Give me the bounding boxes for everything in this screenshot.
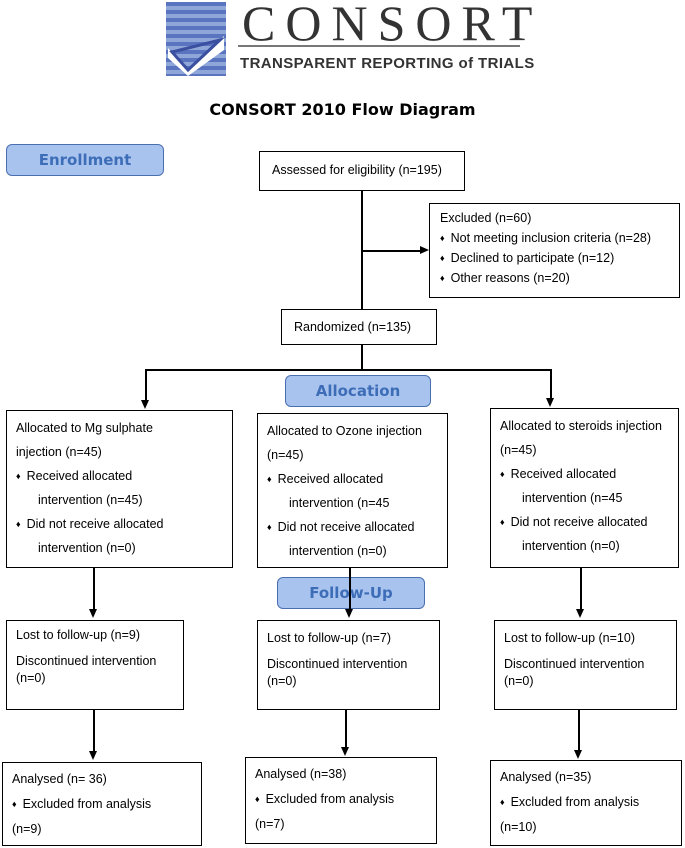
excluded-box: Excluded (n=60) Not meeting inclusion cr…: [429, 203, 680, 298]
arrow-down: [341, 747, 349, 756]
received-label: intervention (n=45: [289, 496, 390, 510]
lost-to-followup: Lost to follow-up (n=9): [16, 628, 141, 642]
logo-tagline: TRANSPARENT REPORTING of TRIALS: [240, 55, 535, 72]
connector: [145, 369, 147, 400]
discontinued-label: (n=0): [16, 671, 46, 685]
connector: [578, 710, 580, 751]
received-label: Received allocated: [16, 464, 232, 488]
arrow-down: [574, 750, 582, 759]
randomized-box: Randomized (n=135): [281, 309, 437, 345]
excluded-analysis-label: Excluded from analysis: [500, 790, 681, 815]
checkmark-logo-icon: [166, 2, 226, 76]
alloc-label: (n=45): [267, 448, 304, 462]
discontinued-label: Discontinued intervention: [16, 654, 157, 668]
connector: [361, 345, 363, 370]
not-received-label: intervention (n=0): [289, 544, 387, 558]
logo-wordmark: CONSORT: [242, 0, 543, 51]
connector: [580, 568, 582, 610]
page-title: CONSORT 2010 Flow Diagram: [209, 100, 476, 119]
analysed-label: Analysed (n= 36): [12, 772, 107, 786]
arrow-down: [89, 751, 97, 760]
assessed-text: Assessed for eligibility (n=195): [272, 163, 442, 177]
excluded-analysis-label: Excluded from analysis: [12, 792, 201, 817]
allocation-box-steroids: Allocated to steroids injection (n=45) R…: [490, 408, 679, 568]
discontinued-label: (n=0): [504, 674, 534, 688]
connector: [345, 710, 347, 748]
assessed-box: Assessed for eligibility (n=195): [259, 151, 465, 191]
analysis-box-mg: Analysed (n= 36) Excluded from analysis …: [2, 762, 202, 846]
connector: [93, 568, 95, 610]
logo-rule: [238, 45, 520, 47]
excluded-analysis-label: Excluded from analysis: [255, 787, 436, 812]
alloc-label: (n=45): [500, 443, 537, 457]
discontinued-label: Discontinued intervention: [267, 657, 408, 671]
arrow-down: [546, 398, 554, 407]
stage-allocation: Allocation: [285, 375, 431, 407]
lost-to-followup: Lost to follow-up (n=10): [504, 631, 635, 645]
excluded-item: Declined to participate (n=12): [440, 248, 679, 268]
arrow-down: [576, 609, 584, 618]
allocation-box-mg: Allocated to Mg sulphate injection (n=45…: [6, 410, 233, 568]
excluded-analysis-label: (n=7): [255, 817, 285, 831]
alloc-label: injection (n=45): [16, 445, 102, 459]
not-received-label: Did not receive allocated: [16, 512, 232, 536]
excluded-item: Not meeting inclusion criteria (n=28): [440, 228, 679, 248]
followup-box-steroids: Lost to follow-up (n=10) Discontinued in…: [494, 620, 677, 710]
stage-enrollment: Enrollment: [6, 144, 164, 176]
followup-box-ozone: Lost to follow-up (n=7) Discontinued int…: [257, 620, 440, 710]
randomized-text: Randomized (n=135): [294, 320, 412, 334]
connector: [550, 369, 552, 398]
received-label: intervention (n=45: [522, 491, 623, 505]
connector: [93, 710, 95, 752]
analysed-label: Analysed (n=35): [500, 770, 592, 784]
alloc-label: Allocated to Mg sulphate: [16, 421, 153, 435]
alloc-label: Allocated to steroids injection: [500, 419, 662, 433]
discontinued-label: (n=0): [267, 674, 297, 688]
connector: [349, 568, 351, 610]
analysis-box-steroids: Analysed (n=35) Excluded from analysis (…: [490, 760, 682, 846]
excluded-analysis-label: (n=9): [12, 822, 42, 836]
not-received-label: Did not receive allocated: [500, 510, 678, 534]
excluded-item: Other reasons (n=20): [440, 268, 679, 288]
excluded-title: Excluded (n=60): [440, 211, 532, 225]
arrow-down: [345, 609, 353, 618]
excluded-analysis-label: (n=10): [500, 820, 537, 834]
arrow-right: [420, 246, 429, 254]
stage-follow-up: Follow-Up: [277, 577, 425, 609]
connector: [145, 369, 551, 371]
received-label: Received allocated: [500, 462, 678, 486]
arrow-down: [89, 609, 97, 618]
not-received-label: intervention (n=0): [522, 539, 620, 553]
allocation-box-ozone: Allocated to Ozone injection (n=45) Rece…: [257, 413, 448, 568]
discontinued-label: Discontinued intervention: [504, 657, 645, 671]
followup-box-mg: Lost to follow-up (n=9) Discontinued int…: [6, 620, 184, 710]
analysis-box-ozone: Analysed (n=38) Excluded from analysis (…: [245, 757, 437, 844]
connector: [361, 250, 421, 252]
arrow-down: [141, 400, 149, 409]
alloc-label: Allocated to Ozone injection: [267, 424, 422, 438]
not-received-label: Did not receive allocated: [267, 515, 447, 539]
not-received-label: intervention (n=0): [38, 541, 136, 555]
analysed-label: Analysed (n=38): [255, 767, 347, 781]
received-label: intervention (n=45): [38, 493, 143, 507]
lost-to-followup: Lost to follow-up (n=7): [267, 631, 392, 645]
received-label: Received allocated: [267, 467, 447, 491]
